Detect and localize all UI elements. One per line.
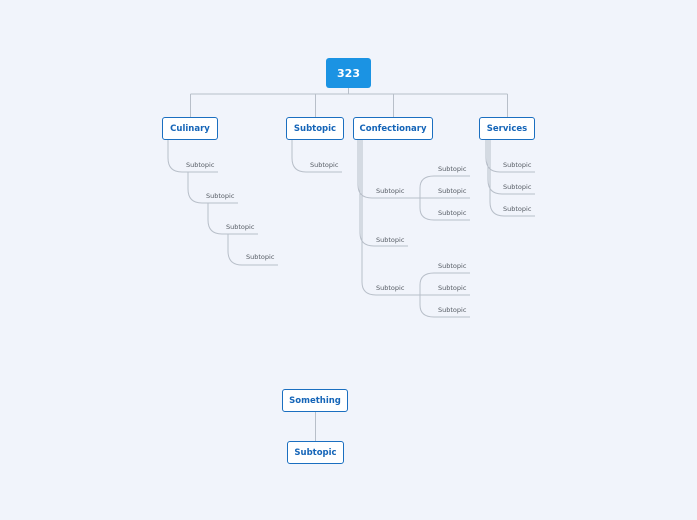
main-topic-confectionary[interactable]: Confectionary xyxy=(353,117,433,140)
main-topic-subtopic[interactable]: Subtopic xyxy=(286,117,344,140)
connector-confectionary xyxy=(357,140,420,296)
subtopic-confectionary-3-3[interactable]: Subtopic xyxy=(438,306,467,314)
main-topic-label: Subtopic xyxy=(293,123,337,134)
subtopic-culinary-3[interactable]: Subtopic xyxy=(226,223,255,231)
subtopic-confectionary-3[interactable]: Subtopic xyxy=(376,284,405,292)
central-topic[interactable]: 323 xyxy=(326,58,371,88)
main-topic-culinary[interactable]: Culinary xyxy=(162,117,218,140)
subtopic-culinary-1[interactable]: Subtopic xyxy=(186,161,215,169)
subtopic-services-1[interactable]: Subtopic xyxy=(503,161,532,169)
floating-topic-something[interactable]: Something xyxy=(282,389,348,412)
subtopic-services-3[interactable]: Subtopic xyxy=(503,205,532,213)
subtopic-services-2[interactable]: Subtopic xyxy=(503,183,532,191)
connector-culinary xyxy=(167,140,278,266)
subtopic-confectionary-2[interactable]: Subtopic xyxy=(376,236,405,244)
subtopic-subtopic-1[interactable]: Subtopic xyxy=(310,161,339,169)
floating-topic-child[interactable]: Subtopic xyxy=(287,441,344,464)
main-topic-label: Confectionary xyxy=(359,123,427,134)
subtopic-confectionary-1-2[interactable]: Subtopic xyxy=(438,187,467,195)
main-topic-services[interactable]: Services xyxy=(479,117,535,140)
subtopic-confectionary-1[interactable]: Subtopic xyxy=(376,187,405,195)
subtopic-confectionary-1-1[interactable]: Subtopic xyxy=(438,165,467,173)
main-topic-label: Culinary xyxy=(170,123,210,134)
main-topic-label: Services xyxy=(486,123,528,134)
floating-child-label: Subtopic xyxy=(294,447,337,458)
subtopic-confectionary-3-1[interactable]: Subtopic xyxy=(438,262,467,270)
subtopic-culinary-2[interactable]: Subtopic xyxy=(206,192,235,200)
connector-root-bar xyxy=(190,88,508,118)
subtopic-confectionary-3-2[interactable]: Subtopic xyxy=(438,284,467,292)
subtopic-confectionary-1-3[interactable]: Subtopic xyxy=(438,209,467,217)
floating-topic-label: Something xyxy=(289,395,341,406)
central-topic-label: 323 xyxy=(337,66,360,80)
subtopic-culinary-4[interactable]: Subtopic xyxy=(246,253,275,261)
